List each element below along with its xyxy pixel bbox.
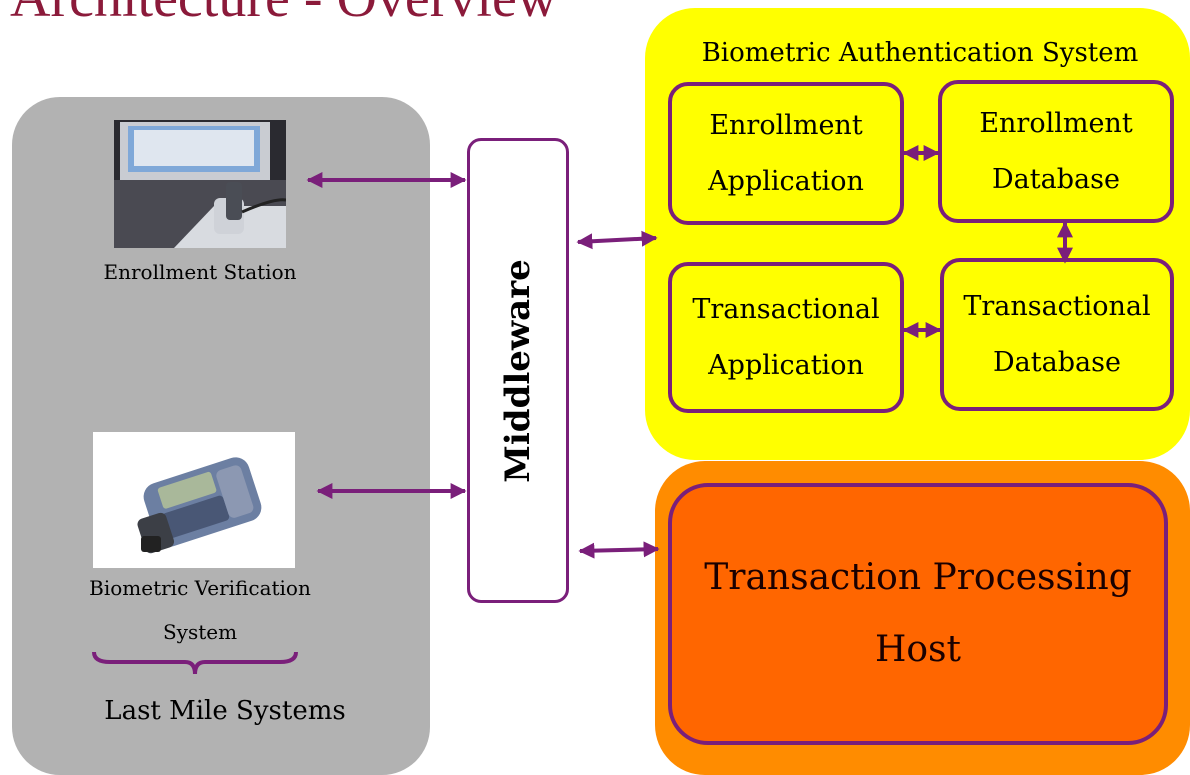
enrollment-station-label: Enrollment Station	[103, 260, 297, 284]
last-mile-systems-label: Last Mile Systems	[104, 696, 346, 726]
transaction-processing-host-box: Transaction Processing Host	[668, 483, 1168, 745]
verification-system-label-line2: System	[162, 620, 238, 644]
middleware-bas-arrow	[576, 230, 658, 250]
enrollment-application-box: Enrollment Application	[668, 82, 904, 225]
enrollment-database-line1: Enrollment	[979, 107, 1133, 139]
middleware-host-arrow	[578, 541, 660, 559]
host-label-line2: Host	[874, 629, 961, 670]
verification-terminal-image	[93, 432, 295, 568]
enrollment-application-line1: Enrollment	[709, 109, 863, 141]
transactional-database-box: Transactional Database	[940, 258, 1174, 411]
transactional-application-line2: Application	[708, 349, 864, 381]
bas-title: Biometric Authentication System	[701, 38, 1139, 68]
transactional-database-line1: Transactional	[963, 290, 1151, 322]
transactional-database-line2: Database	[993, 346, 1121, 378]
middleware-box: Middleware	[467, 138, 569, 603]
slide-title: Architecture - Overview	[10, 0, 557, 30]
enrollment-database-line2: Database	[992, 163, 1120, 195]
host-label-line1: Transaction Processing	[704, 557, 1132, 598]
enrollment-station-image	[114, 120, 286, 248]
brace-icon	[92, 651, 298, 675]
enrollment-application-line2: Application	[708, 165, 864, 197]
transactional-application-box: Transactional Application	[668, 262, 904, 413]
verification-system-label-line1: Biometric Verification	[89, 576, 311, 600]
enrollment-database-box: Enrollment Database	[938, 80, 1174, 223]
transactional-application-line1: Transactional	[692, 293, 880, 325]
